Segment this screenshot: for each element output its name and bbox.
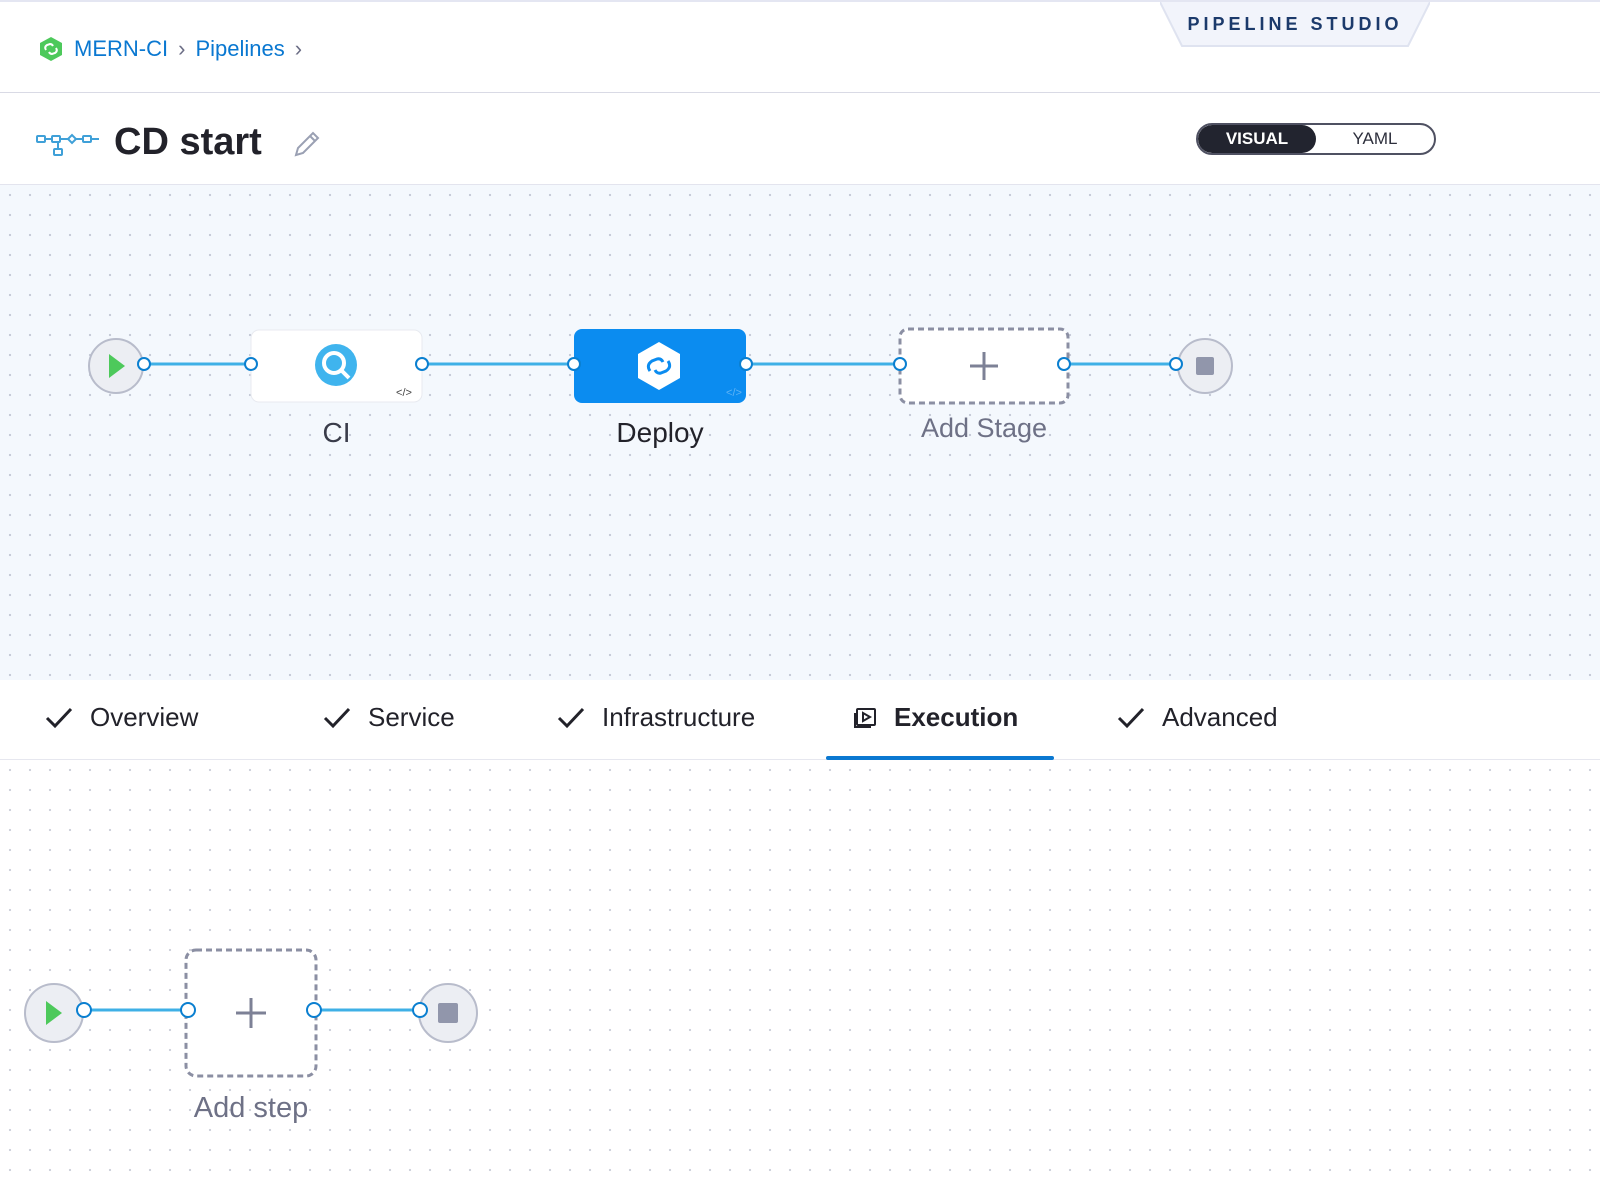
connector-ports: [137, 357, 1183, 371]
tab-overview[interactable]: Overview: [44, 702, 198, 733]
tab-infrastructure-label: Infrastructure: [602, 702, 756, 732]
check-icon: [1117, 707, 1145, 728]
pipeline-icon: [36, 133, 99, 156]
tab-service[interactable]: Service: [322, 702, 455, 733]
project-icon: [40, 37, 62, 61]
add-step-button[interactable]: [184, 948, 318, 1078]
stage-label-add-stage: Add Stage: [920, 413, 1048, 443]
check-icon: [557, 707, 585, 728]
check-icon: [323, 707, 351, 728]
active-tab-indicator: [826, 756, 1054, 760]
stop-icon: [1196, 357, 1214, 375]
tab-service-label: Service: [368, 702, 455, 732]
stop-icon: [438, 1003, 458, 1023]
play-icon: [109, 354, 125, 378]
breadcrumb: MERN-CI › Pipelines ›: [38, 36, 312, 62]
deploy-link-icon: [638, 342, 680, 390]
stage-label-deploy: Deploy: [616, 417, 704, 448]
tab-infrastructure[interactable]: Infrastructure: [556, 702, 755, 733]
page-title: CD start: [114, 121, 262, 163]
pipeline-start-node: [88, 338, 144, 394]
execution-play-icon: [854, 707, 876, 728]
tab-execution-label: Execution: [894, 702, 1019, 732]
execution-end-node: [418, 983, 478, 1043]
visual-toggle-button[interactable]: VISUAL: [1198, 125, 1316, 153]
breadcrumb-project-link[interactable]: MERN-CI: [74, 36, 169, 61]
chevron-right-icon: ›: [294, 36, 303, 61]
yaml-code-icon: </>: [726, 387, 742, 399]
ci-search-icon: [315, 344, 357, 386]
pipeline-canvas: </> </>: [0, 185, 1600, 680]
title-bar: CD start VISUAL YAML: [0, 93, 1600, 185]
play-icon: [46, 1001, 62, 1025]
stage-node-deploy[interactable]: </>: [574, 329, 746, 403]
pipeline-end-node: [1177, 338, 1233, 394]
chevron-right-icon: ›: [178, 36, 186, 61]
yaml-code-icon: </>: [396, 387, 412, 399]
edit-pencil-icon[interactable]: [292, 129, 322, 159]
yaml-toggle-button[interactable]: YAML: [1352, 129, 1398, 148]
tab-execution[interactable]: Execution: [852, 702, 1018, 733]
tab-advanced[interactable]: Advanced: [1116, 702, 1278, 733]
stage-node-ci[interactable]: </>: [250, 329, 423, 403]
execution-start-node: [24, 983, 84, 1043]
tab-overview-label: Overview: [90, 702, 199, 732]
pipeline-studio-label: PIPELINE STUDIO: [1187, 14, 1403, 34]
stage-tabs: Overview Service Infrastructure Executio…: [0, 680, 1600, 760]
check-icon: [45, 707, 73, 728]
stage-label-ci: CI: [322, 417, 351, 448]
top-bar: MERN-CI › Pipelines › PIPELINE STUDIO: [0, 0, 1600, 93]
breadcrumb-pipelines-link[interactable]: Pipelines: [195, 36, 285, 61]
connector-ports: [76, 1002, 428, 1018]
execution-canvas: Add step: [0, 760, 1600, 1180]
tab-advanced-label: Advanced: [1162, 702, 1278, 732]
add-step-label: Add step: [193, 1092, 309, 1124]
pipeline-studio-tab: PIPELINE STUDIO: [1160, 2, 1430, 47]
add-stage-button[interactable]: [898, 327, 1070, 405]
view-toggle: VISUAL YAML: [1196, 123, 1436, 155]
